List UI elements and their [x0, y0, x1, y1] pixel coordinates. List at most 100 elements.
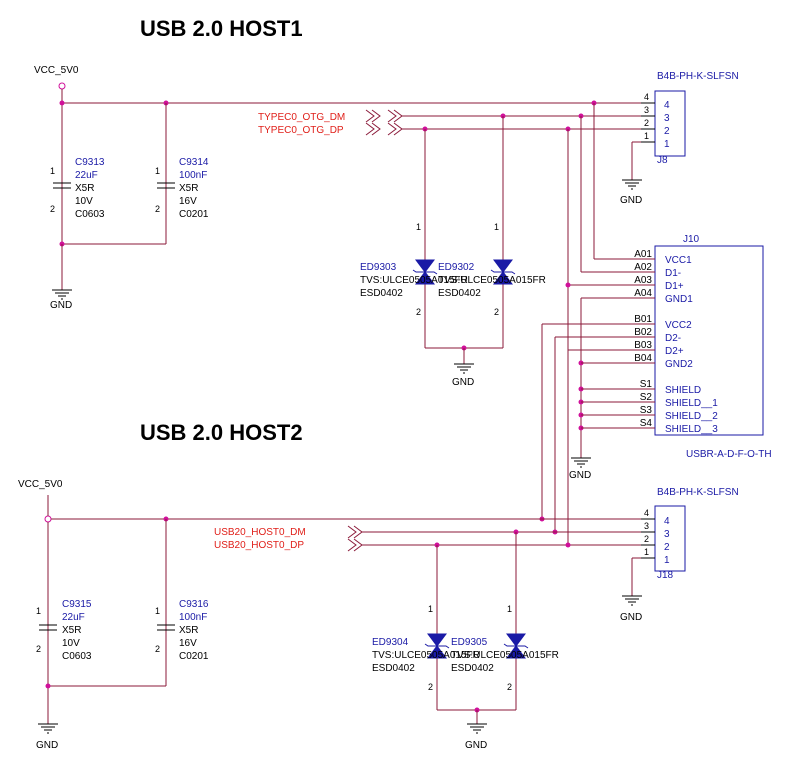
- pin-name: 3: [664, 529, 670, 540]
- pin-num: 2: [494, 307, 499, 317]
- net-label-host2-dm: USB20_HOST0_DM: [214, 527, 306, 538]
- j10-pin-name: GND2: [665, 359, 693, 370]
- vcc-symbol-host1: [58, 82, 66, 90]
- connector-part: B4B-PH-K-SLFSN: [657, 487, 739, 498]
- pin-name: 4: [664, 100, 670, 111]
- pin-num: 1: [50, 166, 55, 176]
- pin-num: 3: [644, 521, 649, 531]
- net-label-host1-dp: TYPEC0_OTG_DP: [258, 125, 344, 136]
- gnd-symbol-j10: [570, 457, 592, 468]
- cap-package: C0201: [179, 651, 209, 662]
- cap-ref: C9315: [62, 599, 92, 610]
- net-label-host1-dm: TYPEC0_OTG_DM: [258, 112, 345, 123]
- j10-pin-name: VCC1: [665, 255, 692, 266]
- pin-num: 2: [416, 307, 421, 317]
- gnd-label-tvs-host2: GND: [465, 740, 487, 751]
- tvs-diode-ed9304: [424, 633, 450, 659]
- pin-num: 1: [428, 604, 433, 614]
- j10-pin-name: SHIELD__1: [665, 398, 718, 409]
- pin-num: 2: [644, 118, 649, 128]
- gnd-label-c-host1: GND: [50, 300, 72, 311]
- gnd-symbol-tvs-host1: [453, 363, 475, 374]
- pin-num: 1: [644, 547, 649, 557]
- cap-voltage: 16V: [179, 196, 197, 207]
- cap-dielectric: X5R: [75, 183, 94, 194]
- pin-num: 2: [507, 682, 512, 692]
- vcc-symbol-host2: [44, 515, 52, 523]
- tvs-package: ESD0402: [438, 288, 481, 299]
- pin-num: 1: [416, 222, 421, 232]
- tvs-package: ESD0402: [451, 663, 494, 674]
- pin-num: 2: [155, 204, 160, 214]
- pin-name: 1: [664, 555, 670, 566]
- tvs-part: TVS:ULCE0505A015FR: [438, 275, 546, 286]
- cap-package: C0201: [179, 209, 209, 220]
- tvs-ref: ED9304: [372, 637, 409, 648]
- cap-voltage: 10V: [75, 196, 93, 207]
- vcc-label-host1: VCC_5V0: [34, 65, 79, 76]
- cap-value: 22uF: [62, 612, 85, 623]
- pin-name: 1: [664, 139, 670, 150]
- pin-num: 4: [644, 92, 649, 102]
- tvs-ref: ED9302: [438, 262, 475, 273]
- j10-pin-number: S2: [640, 392, 653, 403]
- j10-pin-number: A03: [634, 275, 652, 286]
- host2-section: VCC_5V0 GND 1 2 1 2 C9315 22uF X5R 10V C…: [18, 479, 739, 751]
- pin-num: 1: [507, 604, 512, 614]
- tvs-diode-ed9303: [412, 259, 438, 285]
- connector-part: B4B-PH-K-SLFSN: [657, 71, 739, 82]
- connector-part: USBR-A-D-F-O-TH: [686, 449, 772, 460]
- pin-num: 1: [36, 606, 41, 616]
- pin-name: 3: [664, 113, 670, 124]
- tvs-package: ESD0402: [372, 663, 415, 674]
- gnd-symbol-j18: [621, 595, 643, 606]
- connector-ref: J8: [657, 155, 668, 166]
- gnd-symbol-c-host1: [51, 289, 73, 300]
- j10-pin-number: B03: [634, 340, 652, 351]
- cap-voltage: 10V: [62, 638, 80, 649]
- pin-num: 2: [36, 644, 41, 654]
- j10-pin-number: A01: [634, 249, 652, 260]
- title-host2: USB 2.0 HOST2: [140, 420, 303, 445]
- tvs-part: TVS:ULCE0505A015FR: [451, 650, 559, 661]
- j10-pin-name: SHIELD__2: [665, 411, 718, 422]
- pin-num: 2: [428, 682, 433, 692]
- j10-pin-name: D2-: [665, 333, 681, 344]
- j10-pin-name: VCC2: [665, 320, 692, 331]
- j10-pin-name: D1+: [665, 281, 684, 292]
- pin-num: 2: [644, 534, 649, 544]
- pin-num: 2: [50, 204, 55, 214]
- cap-ref: C9314: [179, 157, 209, 168]
- j10-pin-name: SHIELD: [665, 385, 701, 396]
- gnd-symbol-j8: [621, 179, 643, 190]
- vcc-label-host2: VCC_5V0: [18, 479, 63, 490]
- host1-section: VCC_5V0 GND 1 2 1 2 C9313 22uF X5R 10V C…: [34, 65, 739, 388]
- connector-ref: J10: [683, 234, 700, 245]
- connector-j10: [654, 245, 764, 436]
- connector-j8: [654, 90, 686, 157]
- pin-name: 2: [664, 126, 670, 137]
- cap-value: 22uF: [75, 170, 98, 181]
- pin-num: 1: [494, 222, 499, 232]
- cap-voltage: 16V: [179, 638, 197, 649]
- cap-dielectric: X5R: [179, 183, 198, 194]
- j10-pin-name: D1-: [665, 268, 681, 279]
- cap-value: 100nF: [179, 170, 207, 181]
- j10-pin-name: GND1: [665, 294, 693, 305]
- gnd-label-j10: GND: [569, 470, 591, 481]
- tvs-part: TVS:ULCE0505A015FR: [372, 650, 480, 661]
- j10-pin-name: SHIELD__3: [665, 424, 718, 435]
- j10-pin-number: A04: [634, 288, 652, 299]
- j10-pin-number: A02: [634, 262, 652, 273]
- cap-ref: C9316: [179, 599, 209, 610]
- net-label-host2-dp: USB20_HOST0_DP: [214, 540, 304, 551]
- cap-dielectric: X5R: [179, 625, 198, 636]
- tvs-diode-ed9305: [503, 633, 529, 659]
- j10-pin-number: S4: [640, 418, 653, 429]
- j10-pin-number: B04: [634, 353, 652, 364]
- pin-name: 2: [664, 542, 670, 553]
- tvs-ref: ED9303: [360, 262, 397, 273]
- pin-num: 1: [155, 166, 160, 176]
